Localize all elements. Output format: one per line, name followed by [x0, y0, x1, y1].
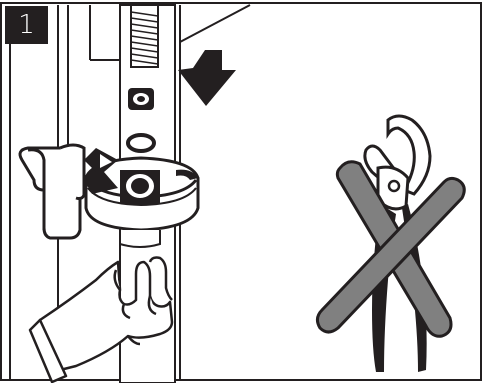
step-number-badge: 1 [5, 6, 48, 44]
nut [128, 88, 154, 110]
shower-holder [20, 145, 84, 238]
arrow-down-icon [178, 50, 236, 106]
washer [128, 135, 154, 151]
step-number: 1 [18, 10, 35, 40]
